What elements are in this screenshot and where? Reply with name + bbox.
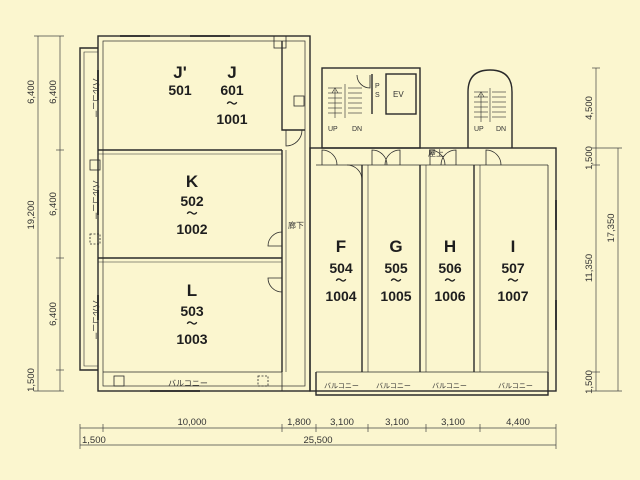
unit-h-label: H 506 〜 1006 — [434, 237, 465, 304]
dim-bottom-2: 1,800 — [287, 417, 311, 428]
area-labels: バルコニー バルコニー バルコニー バルコニー バルコニー バルコニー バルコニ… — [91, 78, 533, 390]
balcony-label: バルコニー — [324, 382, 359, 390]
windows — [97, 35, 557, 392]
dim-left-1b: 6,400 — [48, 80, 59, 104]
unit-number: 1004 — [325, 288, 356, 304]
dimension-lines — [34, 35, 622, 449]
west-balcony-rail — [79, 47, 98, 371]
balcony-label: バルコニー — [91, 300, 100, 340]
unit-number: 1007 — [497, 288, 528, 304]
walls — [79, 35, 557, 396]
dim-left-4: 1,500 — [26, 368, 37, 392]
doors — [267, 74, 502, 293]
stair-down-label: DN — [496, 126, 506, 133]
unit-letter: G — [389, 237, 402, 256]
unit-number: 601 — [220, 82, 244, 98]
dim-bottom-margin: 1,500 — [82, 435, 106, 446]
unit-number: 501 — [168, 82, 192, 98]
dim-right-4: 1,500 — [584, 370, 595, 394]
unit-number: 505 — [384, 260, 408, 276]
unit-f-label: F 504 〜 1004 — [325, 237, 356, 304]
unit-letter: I — [511, 237, 516, 256]
range-tilde: 〜 — [391, 275, 402, 287]
unit-letter: J — [227, 63, 236, 82]
unit-number: 1005 — [380, 288, 411, 304]
pipe-shaft-label: S — [375, 92, 380, 99]
stair-core — [321, 67, 421, 149]
unit-number: 1003 — [176, 331, 207, 347]
unit-number: 1001 — [216, 111, 247, 127]
unit-letter: J' — [173, 63, 187, 82]
unit-g-label: G 505 〜 1005 — [380, 237, 411, 304]
unit-letter: H — [444, 237, 456, 256]
elevator-label: EV — [393, 90, 404, 99]
balcony-label: バルコニー — [91, 78, 100, 118]
range-tilde: 〜 — [445, 275, 456, 287]
dim-right-2: 1,500 — [584, 146, 595, 170]
dim-bottom-5: 3,100 — [441, 417, 465, 428]
unit-letter: F — [336, 237, 346, 256]
unit-number: 503 — [180, 303, 204, 319]
dim-right-1: 4,500 — [584, 96, 595, 120]
dim-left-3: 6,400 — [48, 302, 59, 326]
stair-up-label: UP — [474, 126, 484, 133]
dim-bottom-6: 4,400 — [506, 417, 530, 428]
balcony-label: バルコニー — [91, 180, 100, 220]
east-block-outline — [309, 147, 557, 392]
unit-number: 504 — [329, 260, 353, 276]
south-balcony-rail — [315, 372, 549, 396]
dim-left-total: 19,200 — [26, 200, 37, 229]
unit-k-label: K 502 〜 1002 — [176, 172, 207, 237]
unit-number: 1002 — [176, 221, 207, 237]
balcony-label: バルコニー — [376, 382, 411, 390]
dim-bottom-total: 25,500 — [303, 435, 332, 446]
unit-j-label: J' 501 J 601 〜 1001 — [168, 63, 247, 127]
unit-number: 502 — [180, 193, 204, 209]
stair-down-label: DN — [352, 126, 362, 133]
corridor-label: 廊下 — [288, 220, 304, 230]
unit-number: 1006 — [434, 288, 465, 304]
unit-number: 507 — [501, 260, 525, 276]
pipe-shaft-label: P — [375, 83, 380, 90]
stair-up-label: UP — [328, 126, 338, 133]
dim-bottom-1: 10,000 — [177, 417, 206, 428]
stairs — [328, 84, 506, 122]
dim-bottom-3: 3,100 — [330, 417, 354, 428]
dim-right-total: 17,350 — [606, 213, 617, 242]
range-tilde: 〜 — [187, 318, 198, 330]
dim-left-2: 6,400 — [48, 192, 59, 216]
unit-number: 506 — [438, 260, 462, 276]
range-tilde: 〜 — [508, 275, 519, 287]
range-tilde: 〜 — [336, 275, 347, 287]
east-stair-tower — [467, 69, 513, 148]
rooftop-label: 屋上 — [428, 149, 444, 158]
balcony-fixtures — [89, 35, 305, 387]
balcony-label: バルコニー — [498, 382, 533, 390]
dimension-labels: 6,400 6,400 6,400 6,400 1,500 19,200 10,… — [26, 80, 617, 446]
range-tilde: 〜 — [227, 98, 238, 110]
dim-left-1: 6,400 — [26, 80, 37, 104]
balcony-label: バルコニー — [432, 382, 467, 390]
dim-bottom-4: 3,100 — [385, 417, 409, 428]
unit-i-label: I 507 〜 1007 — [497, 237, 528, 304]
unit-letter: K — [186, 172, 199, 191]
unit-letter: L — [187, 281, 197, 300]
unit-l-label: L 503 〜 1003 — [176, 281, 207, 347]
range-tilde: 〜 — [187, 208, 198, 220]
dim-right-3: 11,350 — [584, 254, 595, 282]
balcony-label: バルコニー — [168, 379, 208, 388]
